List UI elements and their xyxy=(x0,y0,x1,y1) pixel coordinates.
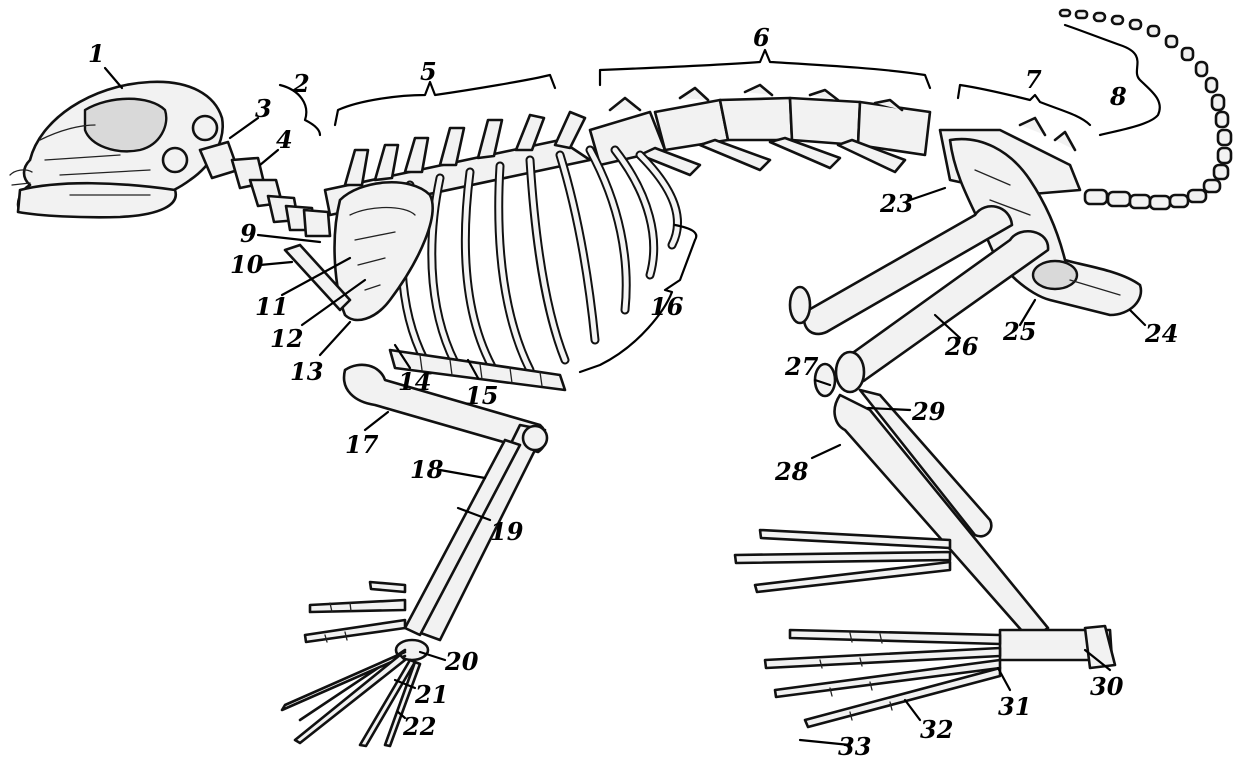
label-32: 32 xyxy=(920,718,953,742)
label-25: 25 xyxy=(1003,320,1036,344)
label-12: 12 xyxy=(270,327,303,351)
label-14: 14 xyxy=(398,370,431,394)
label-1: 1 xyxy=(88,42,105,66)
shoulder-girdle xyxy=(285,182,433,320)
label-9: 9 xyxy=(240,222,257,246)
label-16: 16 xyxy=(650,295,683,319)
label-33: 33 xyxy=(838,735,871,759)
label-7: 7 xyxy=(1025,68,1042,92)
label-18: 18 xyxy=(410,458,443,482)
label-21: 21 xyxy=(415,683,448,707)
label-4: 4 xyxy=(276,128,293,152)
tail-vertebrae xyxy=(1060,10,1231,209)
label-31: 31 xyxy=(998,695,1031,719)
label-26: 26 xyxy=(945,335,978,359)
label-23: 23 xyxy=(880,192,913,216)
label-28: 28 xyxy=(775,460,808,484)
label-27: 27 xyxy=(785,355,818,379)
label-13: 13 xyxy=(290,360,323,384)
label-8: 8 xyxy=(1110,85,1127,109)
label-30: 30 xyxy=(1090,675,1123,699)
label-29: 29 xyxy=(912,400,945,424)
bracket-5 xyxy=(335,75,555,125)
label-19: 19 xyxy=(490,520,523,544)
skull xyxy=(10,82,223,217)
label-20: 20 xyxy=(445,650,478,674)
label-15: 15 xyxy=(465,384,498,408)
cervical-vertebrae xyxy=(200,142,330,236)
label-24: 24 xyxy=(1145,322,1178,346)
bracket-7 xyxy=(958,85,1090,125)
label-6: 6 xyxy=(753,26,770,50)
label-10: 10 xyxy=(230,253,263,277)
bracket-6 xyxy=(600,50,930,88)
label-22: 22 xyxy=(403,715,436,739)
label-2: 2 xyxy=(293,72,310,96)
label-5: 5 xyxy=(420,60,437,84)
label-11: 11 xyxy=(255,295,288,319)
label-3: 3 xyxy=(255,97,272,121)
label-17: 17 xyxy=(345,433,378,457)
